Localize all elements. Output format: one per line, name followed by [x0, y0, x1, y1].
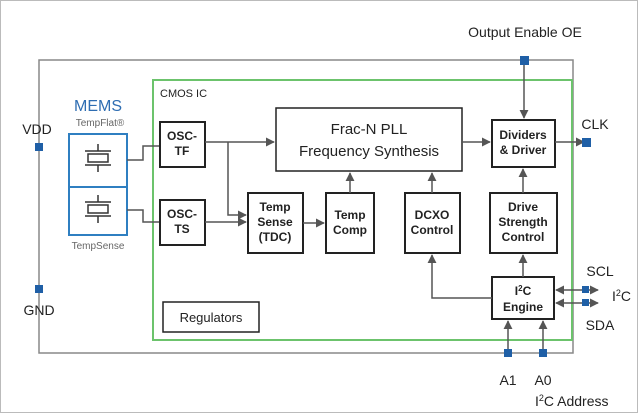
pll-label: Frequency Synthesis — [299, 143, 439, 160]
dcxo-control-label: DCXO — [415, 208, 450, 222]
oe-pin — [520, 56, 529, 65]
clk-label: CLK — [581, 116, 609, 132]
gnd-label: GND — [23, 302, 54, 318]
osc-tf-block — [159, 121, 206, 168]
regulators-label: Regulators — [180, 310, 243, 325]
clk-pin — [582, 138, 591, 147]
cmos-ic-label: CMOS IC — [160, 88, 207, 100]
osc-tf-label: OSC- — [167, 129, 197, 143]
scl-label: SCL — [586, 263, 613, 279]
i2c-address-label: I2C Address — [535, 393, 609, 409]
tempflat-label: TempFlat® — [76, 118, 125, 129]
vdd-label: VDD — [22, 121, 52, 137]
vdd-pin — [35, 143, 43, 151]
temp-sense-label: Temp — [259, 200, 290, 214]
sda-label: SDA — [586, 317, 615, 333]
dividers-driver-block — [491, 119, 556, 168]
output-enable-label: Output Enable OE — [468, 24, 582, 40]
dcxo-control-label: Control — [411, 223, 454, 237]
dividers-driver-label: & Driver — [500, 143, 547, 157]
connector-line — [127, 145, 160, 161]
temp-comp-label: Temp — [334, 208, 365, 222]
dividers-driver-label: Dividers — [499, 128, 547, 142]
sda-pin — [582, 299, 589, 306]
connector-line — [427, 254, 492, 299]
drive-strength-label: Drive — [508, 200, 538, 214]
gnd-pin — [35, 285, 43, 293]
mems-tempsense-box — [68, 186, 128, 236]
tempsense-label: TempSense — [72, 241, 125, 252]
osc-ts-label: OSC- — [167, 207, 197, 221]
connector-line — [127, 209, 160, 223]
drive-strength-label: Control — [502, 230, 545, 244]
temp-comp-block — [325, 192, 375, 254]
a1-label: A1 — [499, 372, 516, 388]
crystal-icon — [85, 195, 111, 223]
drive-strength-label: Strength — [498, 215, 547, 229]
i2c-engine-label: I2C — [515, 284, 532, 298]
crystal-icon — [85, 144, 111, 172]
temp-comp-label: Comp — [333, 223, 367, 237]
temp-sense-label: (TDC) — [259, 230, 292, 244]
dcxo-control-block — [404, 192, 461, 254]
pll-label: Frac-N PLL — [331, 121, 408, 138]
i2c-engine-label: Engine — [503, 300, 543, 314]
regulators-block — [162, 301, 260, 333]
osc-tf-label: TF — [175, 144, 190, 158]
a0-pin — [539, 349, 547, 357]
scl-pin — [582, 286, 589, 293]
cmos-ic-outline — [152, 79, 573, 341]
a1-pin — [504, 349, 512, 357]
temp-sense-label: Sense — [257, 215, 293, 229]
mems-title: MEMS — [74, 98, 122, 115]
connector-line — [227, 142, 247, 220]
temp-sense-block — [247, 192, 304, 254]
osc-ts-label: TS — [174, 222, 189, 236]
i2c-engine-block — [491, 276, 555, 320]
i2c-bus-label: I2C — [612, 288, 631, 304]
a0-label: A0 — [534, 372, 551, 388]
osc-ts-block — [159, 199, 206, 246]
pll-block — [275, 107, 463, 172]
